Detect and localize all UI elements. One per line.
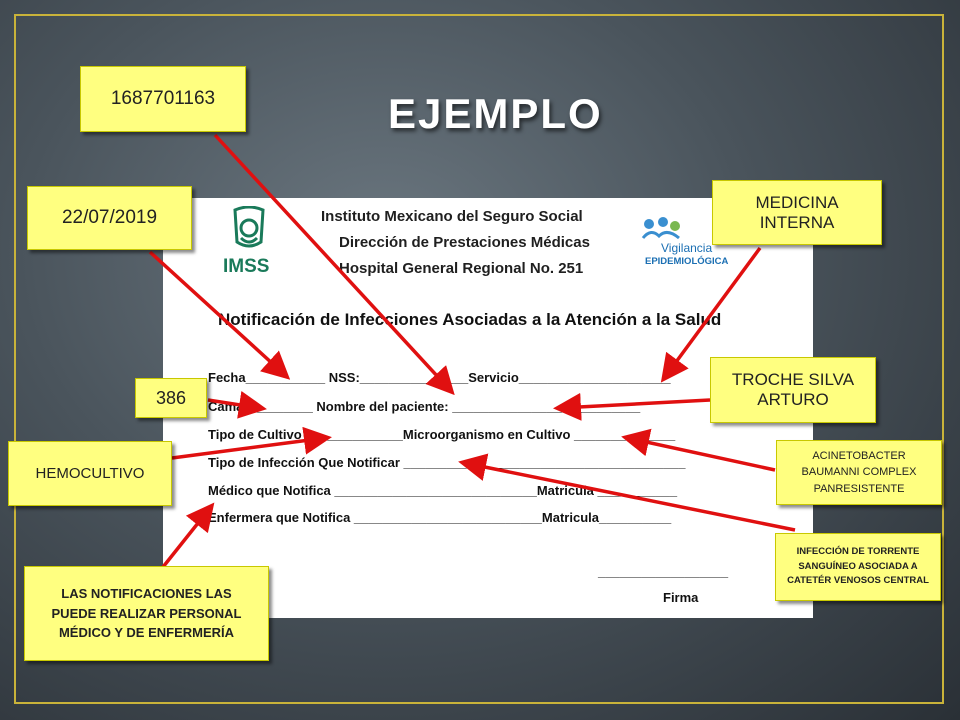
notification-form: IMSS Instituto Mexicano del Seguro Socia… <box>163 198 813 618</box>
callout-nss: 1687701163 <box>80 66 246 132</box>
arrow-bed <box>207 390 267 419</box>
arrow-nss <box>213 133 455 396</box>
form-row-cama: Cama:_________ Nombre del paciente: ____… <box>208 399 641 414</box>
arrow-culture <box>171 426 332 460</box>
slide-title: EJEMPLO <box>388 90 603 137</box>
form-row-enfermera: Enfermera que Notifica _________________… <box>208 510 672 525</box>
form-header-line-1: Instituto Mexicano del Seguro Social <box>321 208 583 225</box>
vigilancia-epidemiologica-logo-icon: Vigilancia EPIDEMIOLÓGICA <box>641 217 729 267</box>
arrow-infection <box>458 453 796 532</box>
vigilancia-word: Vigilancia <box>661 241 712 255</box>
arrow-patient <box>553 392 711 421</box>
imss-logo-icon: IMSS <box>223 206 269 276</box>
form-row-medico: Médico que Notifica ____________________… <box>208 483 678 498</box>
arrow-organism <box>621 428 776 472</box>
imss-logo-text: IMSS <box>223 256 269 276</box>
signature-label: Firma <box>663 590 699 605</box>
arrow-staff <box>161 502 215 569</box>
slide-frame <box>14 14 944 704</box>
form-row-infeccion: Tipo de Infección Que Notificar ________… <box>208 455 686 470</box>
callout-infection: INFECCIÓN DE TORRENTE SANGUÍNEO ASOCIADA… <box>775 533 941 601</box>
epidemiologica-word: EPIDEMIOLÓGICA <box>645 255 729 267</box>
callout-staff: LAS NOTIFICACIONES LAS PUEDE REALIZAR PE… <box>24 566 269 661</box>
callout-patient: TROCHE SILVA ARTURO <box>710 357 876 423</box>
callout-bed: 386 <box>135 378 207 418</box>
form-header-line-3: Hospital General Regional No. 251 <box>339 260 584 277</box>
callout-culture: HEMOCULTIVO <box>8 441 172 506</box>
form-title: Notificación de Infecciones Asociadas a … <box>218 310 722 329</box>
signature-line: __________________ <box>598 564 729 579</box>
callout-service: MEDICINA INTERNA <box>712 180 882 245</box>
arrow-service <box>660 246 762 383</box>
callout-organism: ACINETOBACTER BAUMANNI COMPLEX PANRESIST… <box>776 440 942 505</box>
arrow-date <box>148 250 291 380</box>
callout-date: 22/07/2019 <box>27 186 192 250</box>
form-header-line-2: Dirección de Prestaciones Médicas <box>339 234 590 251</box>
